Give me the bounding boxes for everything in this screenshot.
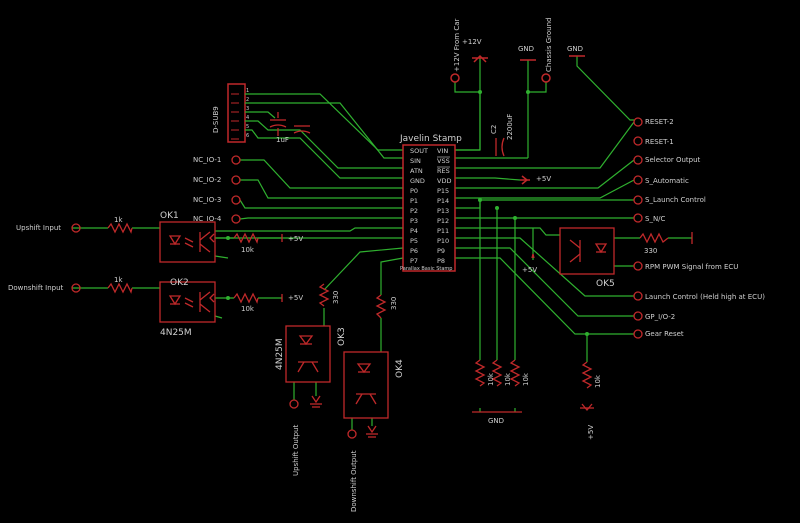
capacitor-c1 — [269, 112, 311, 136]
chip-pin-p10: P10 — [437, 237, 449, 245]
javelin-stamp-chip — [402, 144, 456, 272]
dsub9-pin-4: 4 — [246, 115, 249, 121]
net-gear-reset: Gear Reset — [645, 330, 684, 338]
optocoupler-ok3 — [285, 325, 331, 383]
downshift-input-label: Downshift Input — [8, 284, 64, 292]
net-s-nc: S_N/C — [645, 215, 666, 223]
ok3-label: OK3 — [337, 327, 347, 346]
ground-symbols — [209, 117, 693, 439]
capacitor-c2 — [495, 137, 505, 157]
junctions — [226, 90, 589, 336]
chip-pin-p14: P14 — [437, 197, 449, 205]
r-330-b-value: 330 — [390, 297, 398, 310]
chip-pin-p3: P3 — [410, 217, 418, 225]
nc-io-3-label: NC_IO-3 — [193, 196, 221, 204]
r-pd1-value: 10k — [487, 372, 495, 386]
chip-pin-p6: P6 — [410, 247, 418, 255]
chip-pin-p13: P13 — [437, 207, 449, 215]
v5-ok2-label: +5V — [288, 294, 303, 302]
chip-pin-p2: P2 — [410, 207, 418, 215]
chip-pin-vss: VSS — [437, 157, 450, 165]
c2-value: 2200uF — [506, 114, 514, 140]
r-pd4-value: 10k — [594, 374, 602, 388]
v12-label: +12V — [462, 38, 482, 46]
gnd2-label: GND — [567, 45, 583, 53]
r-ok5-value: 330 — [644, 247, 657, 255]
chip-pin-p12: P12 — [437, 217, 449, 225]
optocoupler-ok5 — [559, 227, 615, 275]
chip-pin-vdd: VDD — [437, 177, 451, 185]
c2-name: C2 — [490, 125, 498, 134]
upshift-input-label: Upshift Input — [16, 224, 61, 232]
v5-ok1-label: +5V — [288, 235, 303, 243]
downshift-output-label: Downshift Output — [350, 450, 358, 512]
optocoupler-ok2 — [159, 281, 216, 323]
dsub9-pin-1: 1 — [246, 88, 249, 94]
r-330-a-value: 330 — [332, 291, 340, 304]
optocoupler-ok1 — [159, 221, 216, 263]
power-symbols-top — [450, 54, 585, 185]
gnd1-label: GND — [518, 45, 534, 53]
chip-pin-sin: SIN — [410, 157, 421, 165]
optocoupler-ok4 — [343, 351, 389, 419]
ok1-label: OK1 — [160, 211, 179, 221]
r-ok2-value: 10k — [241, 305, 255, 313]
chip-pin-atn: ATN — [410, 167, 423, 175]
chip-pin-gnd: GND — [410, 177, 425, 185]
chassis-ground-label: Chassis Ground — [545, 18, 553, 72]
chip-part: Parallax Basic Stamp — [400, 266, 452, 272]
c1-value: 1uF — [276, 136, 289, 144]
v5-pullup-label: +5V — [587, 425, 595, 440]
r-pd3-value: 10k — [522, 372, 530, 386]
ok5-label: OK5 — [596, 279, 615, 289]
net-selector-output: Selector Output — [645, 156, 701, 164]
chip-pin-p0: P0 — [410, 187, 418, 195]
nc-io-2-label: NC_IO-2 — [193, 176, 221, 184]
r-ok1-value: 10k — [241, 246, 255, 254]
v5-mid-label: +5V — [536, 175, 551, 183]
nc-io-1-label: NC_IO-1 — [193, 156, 221, 164]
chip-pin-vin: VIN — [437, 147, 448, 155]
net-rpm-pwm: RPM PWM Signal from ECU — [645, 263, 738, 271]
dsub9-pin-5: 5 — [246, 124, 249, 130]
dsub9-pin-6: 6 — [246, 133, 249, 139]
nc-io-4-label: NC_IO-4 — [193, 215, 222, 223]
chip-pin-p9: P9 — [437, 247, 445, 255]
r-pd2-value: 10k — [504, 372, 512, 386]
gnd-bottom-label: GND — [488, 417, 504, 425]
dsub9-pin-2: 2 — [246, 97, 249, 103]
net-s-automatic: S_Automatic — [645, 177, 689, 185]
ok3-part: 4N25M — [275, 338, 285, 370]
dsub9-connector — [227, 83, 246, 143]
net-launch-control-held: Launch Control (Held high at ECU) — [645, 293, 765, 301]
net-gp-io-2: GP_I/O-2 — [645, 313, 675, 321]
r-upshift-value: 1k — [114, 216, 123, 224]
chip-pin-res: RES — [437, 167, 450, 175]
net-reset-1: RESET-1 — [645, 138, 674, 146]
v5-ok5-label: +5V — [522, 266, 537, 274]
net-reset-2: RESET-2 — [645, 118, 674, 126]
nc-connectors — [71, 155, 241, 293]
chip-pin-p5: P5 — [410, 237, 418, 245]
chip-pin-sout: SOUT — [410, 147, 428, 155]
r-downshift-value: 1k — [114, 276, 123, 284]
chip-pin-p1: P1 — [410, 197, 418, 205]
ok2-label: OK2 — [170, 278, 189, 288]
net-s-launch-control: S_Launch Control — [645, 196, 706, 204]
chip-pin-p15: P15 — [437, 187, 449, 195]
chip-pin-p4: P4 — [410, 227, 418, 235]
upshift-output-label: Upshift Output — [292, 425, 300, 476]
chip-title: Javelin Stamp — [399, 134, 462, 144]
v12-from-car-label: +12V From Car — [453, 18, 461, 72]
ok4-label: OK4 — [395, 359, 405, 378]
ok2-part: 4N25M — [160, 328, 192, 338]
dsub9-label: D-SUB9 — [212, 106, 220, 133]
chip-pin-p11: P11 — [437, 227, 449, 235]
chip-pin-p7: P7 — [410, 257, 418, 265]
chip-pin-p8: P8 — [437, 257, 445, 265]
dsub9-pin-3: 3 — [246, 106, 249, 112]
wires — [72, 56, 692, 430]
resistors — [107, 222, 669, 389]
